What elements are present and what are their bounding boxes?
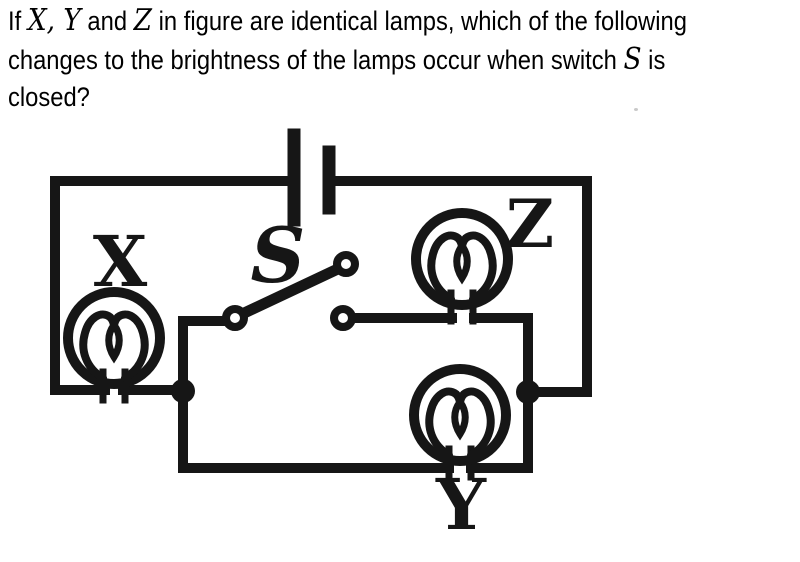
question-line: If X, Y and Z in figure are identical la… bbox=[8, 2, 800, 41]
wire-right-loop bbox=[330, 176, 592, 397]
question-segment: is bbox=[641, 44, 666, 75]
question-line: closed? bbox=[8, 79, 800, 117]
question-text: If X, Y and Z in figure are identical la… bbox=[8, 2, 800, 117]
switch-pivot-contact bbox=[222, 305, 248, 331]
question-segment: X, Y bbox=[27, 3, 81, 38]
lamp-x-symbol bbox=[68, 292, 160, 400]
wire-left-loop bbox=[50, 176, 297, 395]
lamp-y-label: Y bbox=[435, 463, 487, 546]
question-line: changes to the brightness of the lamps o… bbox=[8, 41, 800, 80]
lamp-y-symbol bbox=[414, 369, 506, 477]
question-segment: If bbox=[8, 6, 28, 36]
speck bbox=[634, 108, 638, 111]
question-segment: changes to the brightness of the lamps o… bbox=[8, 44, 624, 75]
question-segment: Z bbox=[133, 3, 153, 38]
switch-label: S bbox=[251, 211, 306, 300]
lamp-z-label: Z bbox=[506, 185, 554, 263]
wire-inner-left bbox=[178, 316, 454, 473]
switch-blade bbox=[234, 261, 348, 321]
question-segment: closed? bbox=[8, 82, 90, 112]
question-segment: in figure are identical lamps, which of … bbox=[152, 6, 687, 36]
junction-dot-left bbox=[171, 379, 195, 403]
lamp-z-symbol bbox=[416, 213, 508, 321]
switch-blade-tip bbox=[333, 251, 359, 277]
lamp-x-label: X bbox=[93, 220, 148, 303]
switch-right-contact bbox=[330, 305, 356, 331]
junction-dot-right bbox=[516, 380, 540, 404]
question-segment: S bbox=[623, 41, 642, 77]
question-segment: and bbox=[80, 6, 134, 36]
